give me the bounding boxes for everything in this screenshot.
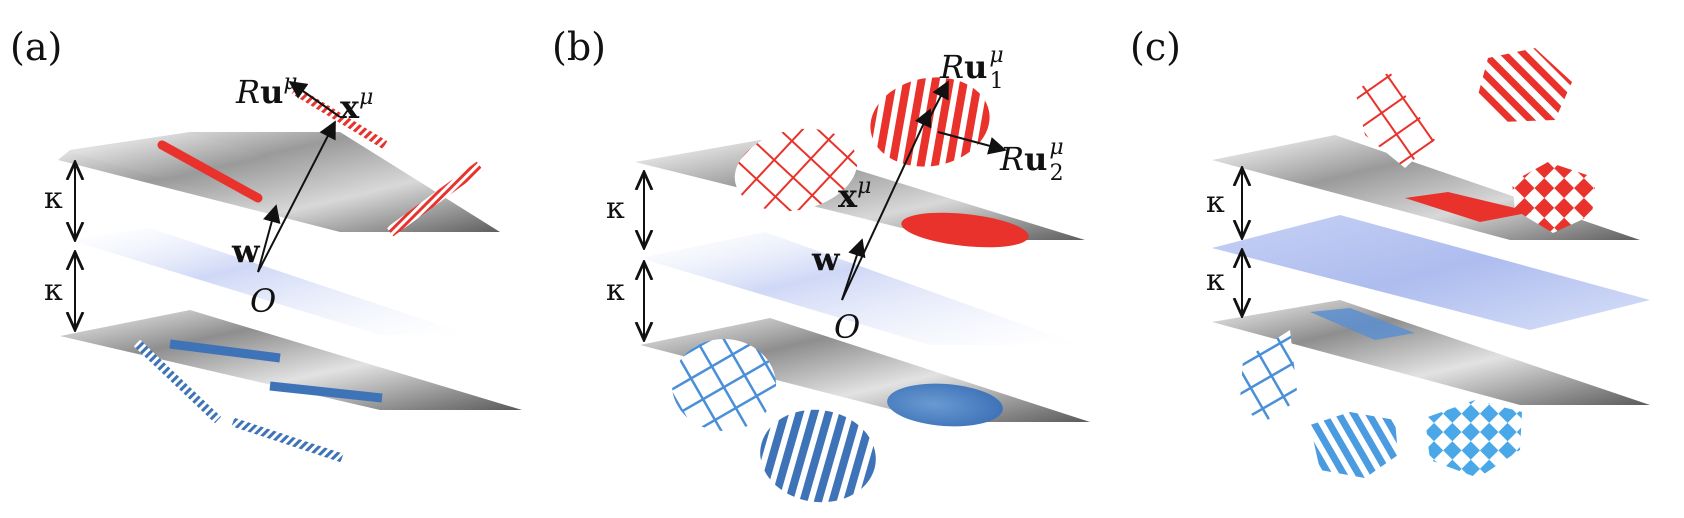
kappa-label-lower: κ	[1206, 263, 1225, 298]
red-solid-patch	[1405, 192, 1532, 222]
blue-segment-hatched-1	[133, 339, 222, 424]
vector-x-mu	[257, 120, 336, 273]
red-striped-patch	[1478, 48, 1572, 122]
label-x-mu: xμ	[340, 85, 373, 126]
blue-grid-ellipse	[672, 339, 776, 431]
blue-striped-ellipse	[760, 409, 876, 503]
label-w: w	[231, 232, 261, 270]
panel-c: (c) κ κ	[1130, 25, 1650, 478]
blue-segment-hatched-2	[231, 417, 344, 463]
red-solid-ellipse	[901, 212, 1029, 248]
vector-w	[257, 204, 281, 273]
label-origin: O	[834, 308, 860, 346]
panel-a: (a) κ κ Ruμ xμ w O	[10, 25, 522, 463]
label-x-mu: xμ	[838, 174, 871, 215]
panel-b-label: (b)	[552, 25, 606, 69]
blue-solid-ellipse	[887, 383, 1003, 427]
blue-segment-1	[169, 339, 281, 363]
vector-R-u2-mu	[937, 131, 1007, 155]
kappa-label-lower: κ	[606, 273, 625, 308]
kappa-label-upper: κ	[1206, 185, 1225, 220]
kappa-label-upper: κ	[44, 181, 63, 216]
kappa-label-lower: κ	[44, 273, 63, 308]
kappa-label-upper: κ	[606, 191, 625, 226]
blue-striped-patch	[1310, 412, 1398, 478]
decision-plane	[1212, 215, 1650, 330]
label-w: w	[811, 240, 841, 278]
vector-R-u-mu	[288, 80, 341, 118]
red-grid-ellipse	[734, 128, 858, 212]
vector-w	[841, 238, 866, 301]
red-segment-on-plane	[157, 140, 263, 203]
lower-plane	[60, 310, 522, 410]
red-grid-patch	[1355, 72, 1435, 168]
label-R-u-mu: Ruμ	[235, 70, 298, 111]
decision-plane	[640, 232, 1080, 345]
decision-plane	[70, 228, 470, 335]
red-checker-patch	[1512, 162, 1596, 233]
blue-solid-patch	[1310, 308, 1415, 340]
blue-segment-2	[269, 381, 383, 403]
label-origin: O	[250, 282, 276, 320]
lower-plane	[1212, 300, 1650, 405]
blue-grid-patch	[1240, 330, 1298, 425]
panel-a-label: (a)	[10, 25, 62, 69]
blue-checker-patch	[1425, 400, 1522, 478]
panel-c-label: (c)	[1130, 25, 1181, 69]
vector-x-mu	[841, 108, 932, 301]
red-segment-hatched	[386, 161, 484, 237]
vector-R-u1-mu	[929, 80, 949, 118]
